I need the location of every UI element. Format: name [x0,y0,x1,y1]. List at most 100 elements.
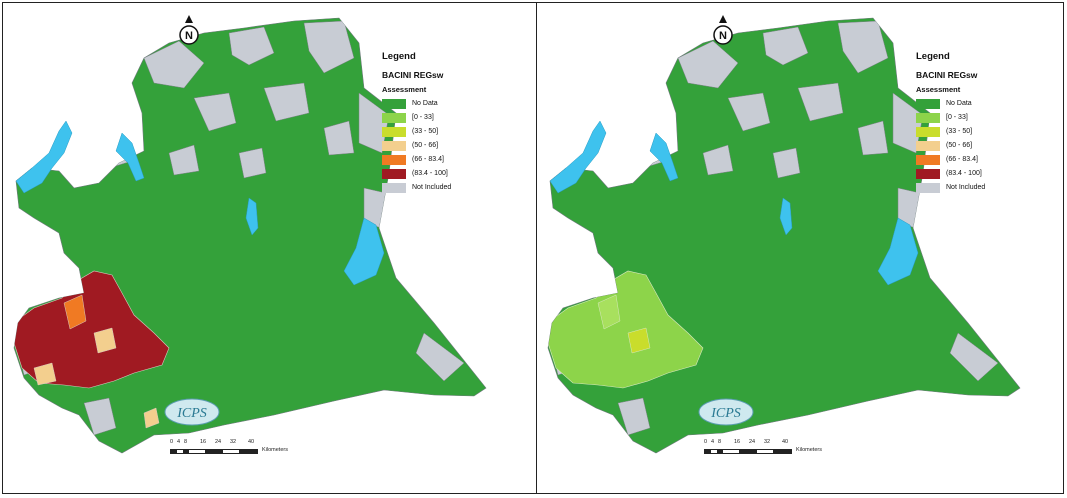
legend-swatch [916,112,940,123]
legend-item: (50 - 66] [382,139,451,152]
map-panel-left: N Legend BACINI REGsw Assessment No Data… [4,3,534,493]
map-right-lakes [549,120,919,286]
scale-tick: 8 [718,439,722,445]
logo-text: ICPS [176,406,207,421]
legend-swatch [382,98,406,109]
basin-gray [677,40,739,89]
map-left-basins [14,20,465,436]
basin-gray [228,26,275,66]
scale-ticks: 0 4 8 16 24 32 40 [704,439,824,449]
legend-label: [0 - 33] [946,114,968,121]
legend-label: (66 - 83.4] [946,156,978,163]
basin-southwest-accent-light [627,327,651,354]
map-right-southwest-basins [548,270,704,389]
legend-item: (83.4 - 100] [916,167,985,180]
legend-item: (50 - 66] [916,139,985,152]
north-arrow-icon: N [713,15,733,45]
basin-southwest-accent [63,294,87,330]
basin-gray [303,20,355,74]
legend-swatch [382,140,406,151]
legend-swatch [382,168,406,179]
logo-text: ICPS [710,406,741,421]
lake-garda [877,217,919,286]
legend-item: (83.4 - 100] [382,167,451,180]
legend-swatch [916,140,940,151]
north-arrow: N [712,15,734,49]
lake-maggiore [15,120,73,194]
legend-field: Assessment [382,85,427,94]
lake-iseo [245,197,259,236]
legend-label: (83.4 - 100] [412,170,448,177]
legend-label: (50 - 66] [412,142,439,149]
scale-segment [717,450,723,453]
legend-item: (66 - 83.4] [382,153,451,166]
map-left-lakes [15,120,385,286]
basin-gray [193,92,237,132]
legend: Legend BACINI REGsw Assessment No Data [… [382,51,451,195]
scale-tick: 24 [215,439,222,445]
basin-gray [762,26,809,66]
legend-title: Legend [916,51,950,62]
basin-gray [323,120,355,156]
legend-swatch [382,126,406,137]
scale-tick: 0 [170,439,174,445]
scale-unit: Kilometers [262,447,288,453]
legend-swatch [916,98,940,109]
scale-segment [773,450,791,453]
map-right-territory [547,17,1021,454]
north-label: N [719,30,727,42]
legend-swatch [382,154,406,165]
legend-item: [0 - 33] [382,111,451,124]
scale-segment [183,450,189,453]
map-left-southwest-basins [14,270,170,429]
legend-item: Not Included [382,181,451,194]
legend-swatch [382,182,406,193]
legend-item: No Data [916,97,985,110]
basin-gray [143,40,205,89]
scale-segment [171,450,177,453]
legend-item: (33 - 50] [382,125,451,138]
lake-como [115,132,145,182]
scale-segment [705,450,711,453]
legend: Legend BACINI REGsw Assessment No Data [… [916,51,985,195]
lake-iseo [779,197,793,236]
scale-tick: 4 [177,439,181,445]
legend-label: [0 - 33] [412,114,434,121]
map-panel-right: N Legend BACINI REGsw Assessment No Data… [538,3,1067,493]
panel-divider [536,2,537,494]
basin-gray [415,332,465,382]
scale-bar: 0 4 8 16 24 32 40 Kilometers [170,439,290,465]
icps-logo: ICPS [164,397,220,427]
legend-layer: BACINI REGsw [382,70,444,80]
legend-layer: BACINI REGsw [916,70,978,80]
legend-item: (66 - 83.4] [916,153,985,166]
legend-item: [0 - 33] [916,111,985,124]
scale-tick: 8 [184,439,188,445]
legend-label: (50 - 66] [946,142,973,149]
basin-gray [727,92,771,132]
basin-gray [358,92,390,154]
basin-gray [83,397,117,436]
icps-logo: ICPS [698,397,754,427]
scale-segment [205,450,223,453]
scale-ticks: 0 4 8 16 24 32 40 [170,439,290,449]
scale-tick: 32 [764,439,771,445]
north-label: N [185,30,193,42]
basin-gray [238,147,267,179]
basin-southwest-accent-light [143,407,160,429]
scale-tick: 40 [248,439,255,445]
basin-southwest-accent-light [93,327,117,354]
legend-label: (66 - 83.4] [412,156,444,163]
legend-label: Not Included [412,184,452,191]
legend-swatch [916,126,940,137]
legend-label: No Data [412,100,438,107]
legend-swatch [382,112,406,123]
basin-southwest-accent-light [33,362,57,386]
legend-swatch [916,154,940,165]
legend-label: No Data [946,100,972,107]
scale-tick: 32 [230,439,237,445]
lake-garda [343,217,385,286]
legend-item: (33 - 50] [916,125,985,138]
legend-item: Not Included [916,181,985,194]
